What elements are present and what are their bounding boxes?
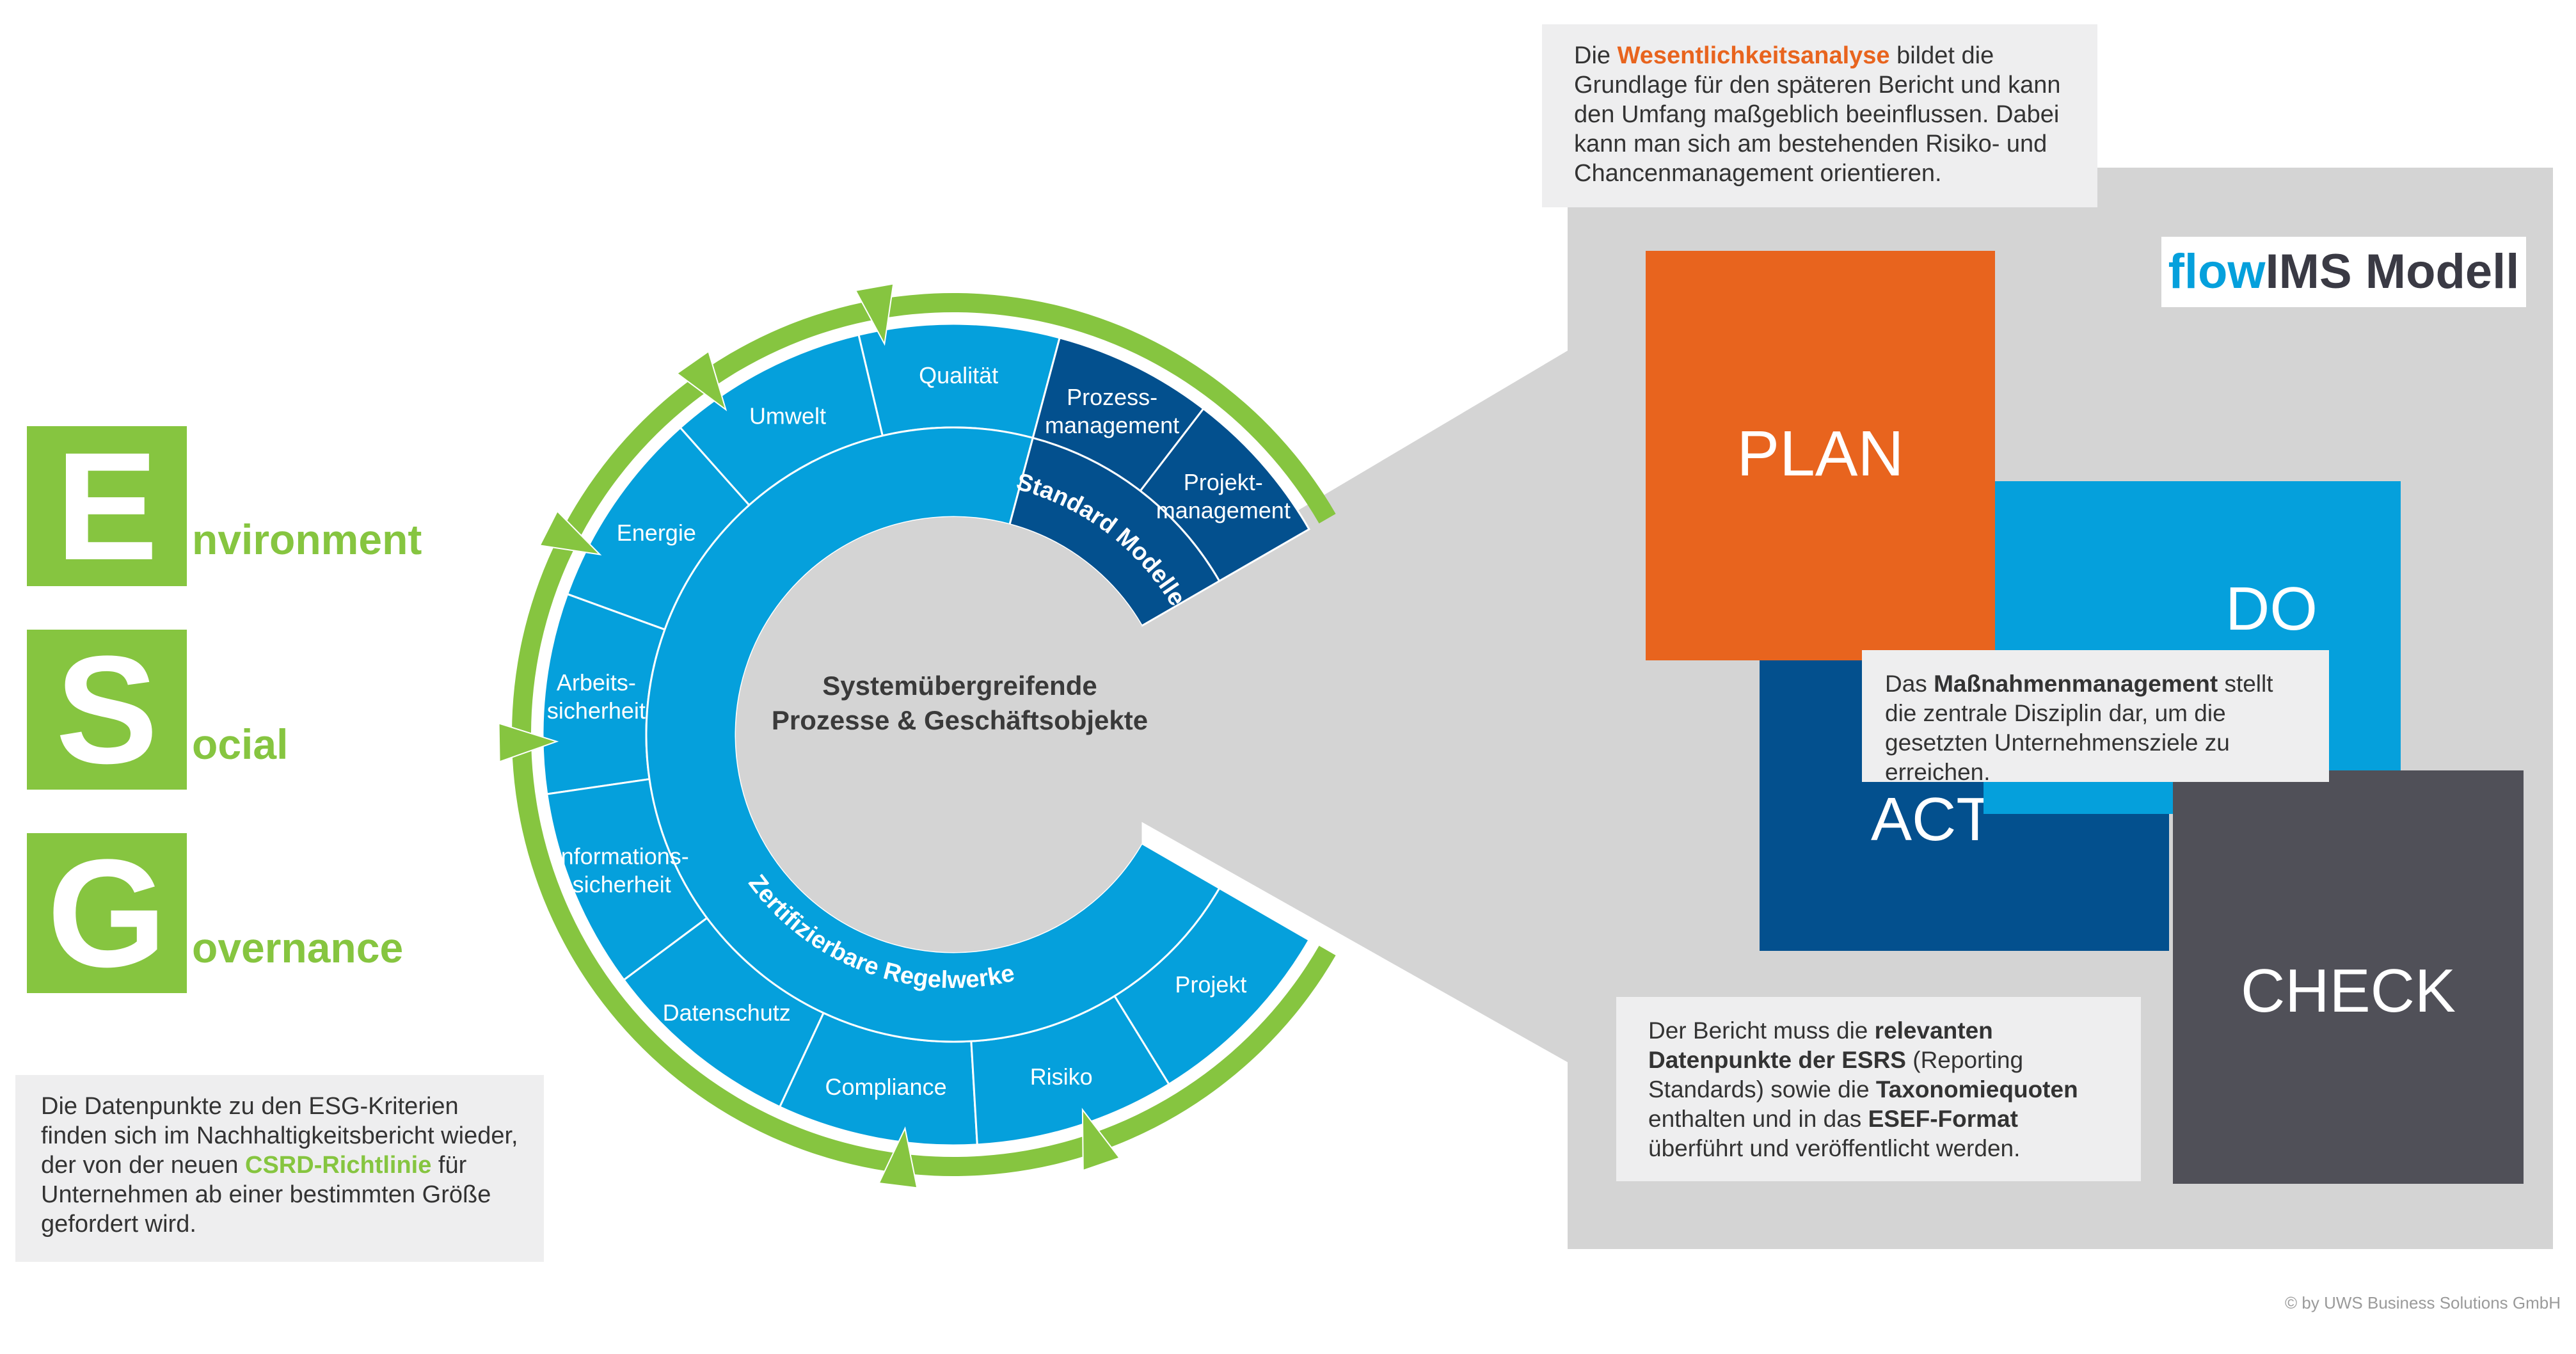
brand-flow: flow [2168, 244, 2266, 299]
wheel-segment-label: Informations-sicherheit [555, 843, 689, 898]
wheel-segment-label: Arbeits-sicherheit [547, 669, 646, 724]
wheel-segment-label: Compliance [825, 1074, 947, 1100]
wheel-center-title: Systemübergreifende Prozesse & Geschäfts… [736, 669, 1184, 738]
materiality-highlight: Wesentlichkeitsanalyse [1617, 42, 1890, 69]
ring-arrow-icon [676, 350, 727, 411]
wheel-segment-label: Umwelt [749, 402, 826, 429]
materiality-note: Die Wesentlichkeitsanalyse bildet die Gr… [1542, 24, 2097, 207]
ring-arrow-icon [854, 283, 894, 346]
esg-note: Die Datenpunkte zu den ESG-Kriterien fin… [15, 1075, 544, 1262]
ring-arrow-icon [498, 722, 559, 763]
wheel-dark-segment-label: Prozess-management [1045, 384, 1179, 438]
report-note: Der Bericht muss die relevanten Datenpun… [1616, 997, 2141, 1181]
wheel-segment-label: Energie [617, 520, 696, 546]
wheel-dark-segment-label: Projekt-management [1156, 469, 1291, 523]
copyright: © by UWS Business Solutions GmbH [2285, 1293, 2561, 1312]
esg-word-social: ocial [192, 721, 289, 768]
pdca-plan: PLAN [1646, 251, 1995, 660]
brand-label: flowIMS Modell [2161, 237, 2526, 307]
csrd-highlight: CSRD-Richtlinie [245, 1152, 432, 1179]
wheel-segment-label: Projekt [1175, 971, 1246, 998]
esg-letter-s: S [27, 630, 187, 790]
wheel-center [736, 517, 1142, 952]
esg-letter-g: G [27, 833, 187, 993]
esg-letter-e: E [27, 426, 187, 586]
esg-word-environment: nvironment [192, 516, 422, 563]
esg-word-governance: overnance [192, 924, 404, 971]
center-line-2: Prozesse & Geschäftsobjekte [771, 705, 1149, 735]
brand-rest: IMS Modell [2265, 244, 2520, 299]
pdca-check: CHECK [2173, 770, 2524, 1184]
measures-note: Das Maßnahmenmanagement stellt die zentr… [1862, 650, 2329, 785]
ring-arrow-icon [1081, 1108, 1121, 1172]
wheel-segment-label: Datenschutz [663, 1000, 791, 1026]
wheel-segment-label: Risiko [1030, 1063, 1093, 1090]
ring-arrow-icon [539, 510, 602, 555]
wheel-segment-label: Qualität [919, 362, 998, 388]
center-line-1: Systemübergreifende [822, 671, 1097, 701]
ring-arrow-icon [878, 1126, 918, 1189]
